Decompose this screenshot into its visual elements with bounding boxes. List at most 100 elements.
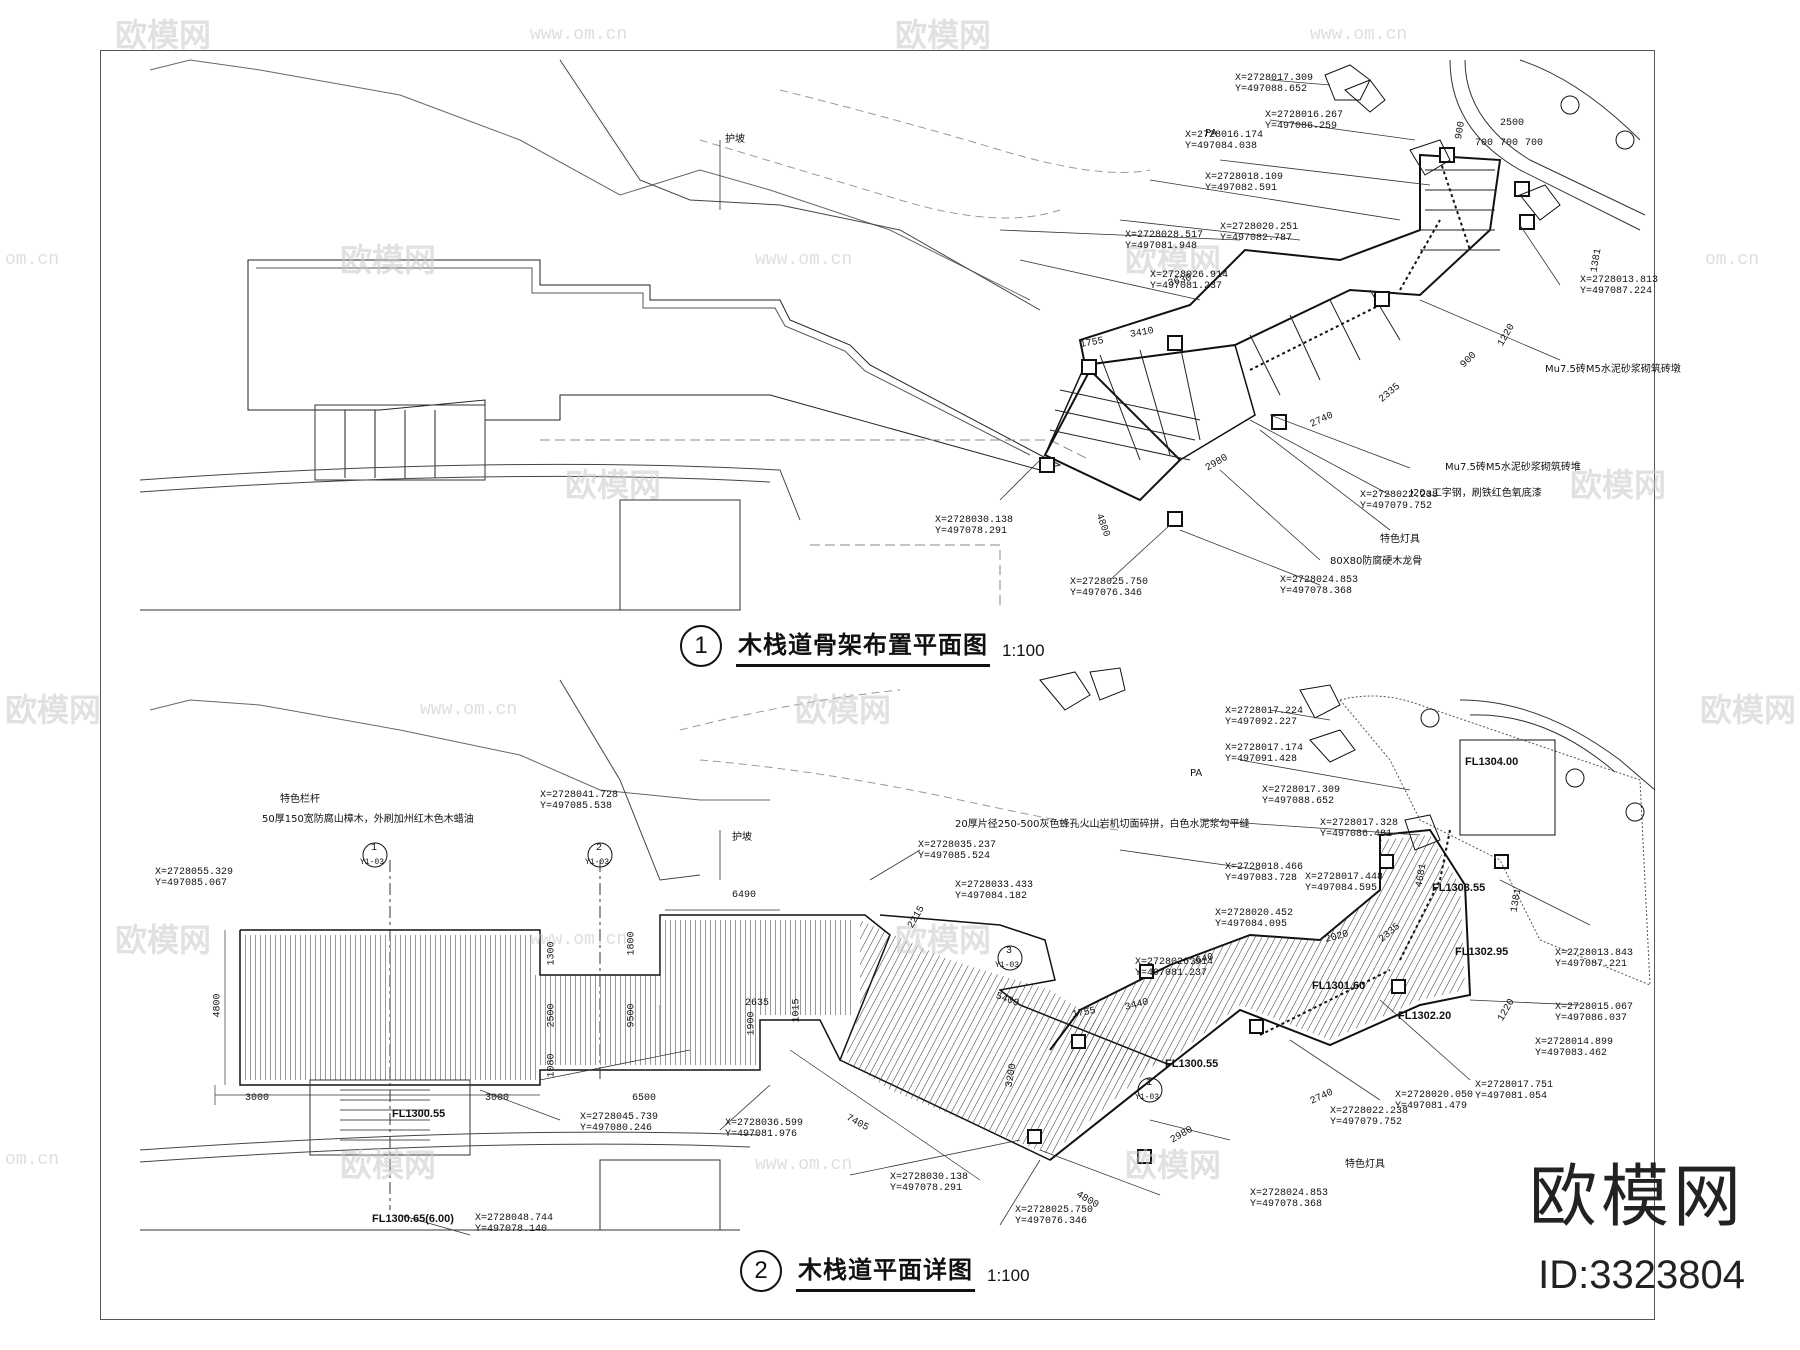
- coord-label: X=2728017.309 Y=497088.652: [1235, 73, 1314, 95]
- coord-label: X=2728022.238 Y=497079.752: [1360, 490, 1439, 512]
- contour-dash: [679, 689, 901, 731]
- leader-lines: [399, 709, 1591, 1236]
- deck-platform-outline: [239, 930, 841, 1086]
- stair-block: [619, 499, 741, 611]
- dimension-text: 9500: [626, 1003, 638, 1028]
- rock: [1039, 671, 1091, 711]
- dash-outline: [540, 439, 1091, 461]
- drawing-number-badge: 2: [740, 1250, 782, 1292]
- watermark-url: www.om.cn: [530, 930, 628, 950]
- section-ref: Y1-03: [585, 858, 610, 867]
- dimension-text: 1080: [546, 1053, 558, 1078]
- rock: [1404, 814, 1441, 851]
- coord-label: X=2728020.452 Y=497084.095: [1215, 908, 1294, 930]
- coord-label: X=2728025.750 Y=497076.346: [1070, 577, 1149, 599]
- watermark-logo: 欧模网: [895, 16, 992, 54]
- coord-label: X=2728017.751 Y=497081.054: [1475, 1080, 1554, 1102]
- coord-label: X=2728026.914 Y=497081.237: [1150, 270, 1229, 292]
- coord-label: X=2728045.739 Y=497080.246: [580, 1112, 659, 1134]
- watermark-logo: 欧模网: [1125, 1146, 1222, 1184]
- coord-label: X=2728025.750 Y=497076.346: [1015, 1205, 1094, 1227]
- watermark-logo: 欧模网: [115, 16, 212, 54]
- round-marker: [1560, 95, 1580, 115]
- building-outline: [247, 259, 1062, 471]
- coord-label: X=2728026.914 Y=497081.237: [1135, 957, 1214, 979]
- contour-dash: [779, 89, 1151, 173]
- terrain-line: [149, 59, 1031, 301]
- dimension-lines: [214, 909, 981, 1181]
- coord-label: X=2728017.174 Y=497091.428: [1225, 743, 1304, 765]
- note-stone-paving: 20厚片径250-500灰色蜂孔火山岩机切面碎拼，白色水泥浆勾平缝: [955, 819, 1250, 830]
- coord-label: X=2728017.224 Y=497092.227: [1225, 706, 1304, 728]
- note-brick-pier: Mu7.5砖M5水泥砂浆砌筑砖墩: [1545, 364, 1681, 375]
- note-slope: 护坡: [732, 832, 752, 843]
- section-ref: Y1-03: [360, 858, 385, 867]
- contour-dash: [699, 139, 1061, 219]
- coord-label: X=2728017.309 Y=497088.652: [1262, 785, 1341, 807]
- stair-block: [599, 1159, 721, 1231]
- curve-path: [1519, 59, 1641, 141]
- contour-dash: [699, 759, 1121, 831]
- deck-hatch-diagonal: [845, 920, 1160, 1155]
- dimension-text: 2500: [1500, 118, 1525, 129]
- slope-line: [559, 59, 1041, 311]
- note-lamp: 特色灯具: [1380, 534, 1420, 545]
- rock: [1299, 684, 1341, 719]
- watermark-logo: 欧模网: [340, 241, 437, 279]
- watermark-logo: 欧模网: [1700, 691, 1797, 729]
- dimension-text: 1800: [626, 931, 638, 956]
- walkway-frame: [1044, 344, 1256, 461]
- stair-treads: [340, 1089, 430, 1141]
- watermark-logo: 欧模网: [1570, 466, 1667, 504]
- building-arc: [139, 475, 771, 493]
- coord-label: X=2728055.329 Y=497085.067: [155, 867, 234, 889]
- drawing-title-text: 木栈道骨架布置平面图: [736, 625, 990, 667]
- paving-area: [1339, 695, 1651, 986]
- coord-label: X=2728028.517 Y=497081.948: [1125, 230, 1204, 252]
- deck-hatch: [245, 920, 855, 1080]
- note-slope: 护坡: [725, 134, 745, 145]
- stair-block: [314, 404, 486, 481]
- drawing-title-1: 1 木栈道骨架布置平面图 1:100: [680, 625, 1045, 667]
- coord-label: X=2728048.744 Y=497078.140: [475, 1213, 554, 1235]
- coord-label: X=2728014.899 Y=497083.462: [1535, 1037, 1614, 1059]
- level-marker: FL1304.00: [1465, 756, 1519, 768]
- coord-label: X=2728033.433 Y=497084.182: [955, 880, 1034, 902]
- rock: [1089, 667, 1126, 701]
- walkway-frame: [1049, 828, 1472, 1161]
- watermark-url: www.om.cn: [530, 25, 628, 45]
- note-pa: PA: [1190, 768, 1203, 779]
- note-pa: PA: [1205, 128, 1218, 139]
- deck-hatch-diagonal: [1060, 835, 1465, 1090]
- coord-label: X=2728022.238 Y=497079.752: [1330, 1106, 1409, 1128]
- note-railing: 特色栏杆: [280, 794, 320, 805]
- coord-label: X=2728015.067 Y=497086.037: [1555, 1002, 1634, 1024]
- round-marker: [1565, 768, 1585, 788]
- rock: [1344, 79, 1386, 113]
- drawing-number-badge: 1: [680, 625, 722, 667]
- section-number: 2: [596, 843, 603, 854]
- watermark-url: www.om.cn: [755, 1155, 853, 1175]
- coord-label: X=2728041.728 Y=497085.538: [540, 790, 619, 812]
- coord-label: X=2728016.267 Y=497086.259: [1265, 110, 1344, 132]
- coord-label: X=2728013.843 Y=497087.221: [1555, 948, 1634, 970]
- rock: [1519, 184, 1561, 221]
- building-arc: [139, 1131, 761, 1151]
- dimension-text: 1300: [546, 941, 558, 966]
- watermark-logo: 欧模网: [340, 1146, 437, 1184]
- dimension-text: 1900: [746, 1011, 758, 1036]
- curve-path: [1469, 714, 1616, 773]
- building-arc: [139, 463, 801, 521]
- coord-label: X=2728020.050 Y=497081.479: [1395, 1090, 1474, 1112]
- level-marker: FL1302.20: [1398, 1010, 1452, 1022]
- brand-id: ID:3323804: [1538, 1253, 1745, 1297]
- dash-outline: [810, 544, 1001, 610]
- watermark-url: www.om.cn: [420, 700, 518, 720]
- level-marker: FL1303.55: [1432, 882, 1486, 894]
- building-outline-inner: [256, 267, 1031, 456]
- level-marker: FL1300.55: [1165, 1058, 1219, 1070]
- coord-label: X=2728035.237 Y=497085.524: [918, 840, 997, 862]
- pier-squares: [1027, 854, 1509, 1164]
- dimension-text: 700: [1500, 138, 1519, 149]
